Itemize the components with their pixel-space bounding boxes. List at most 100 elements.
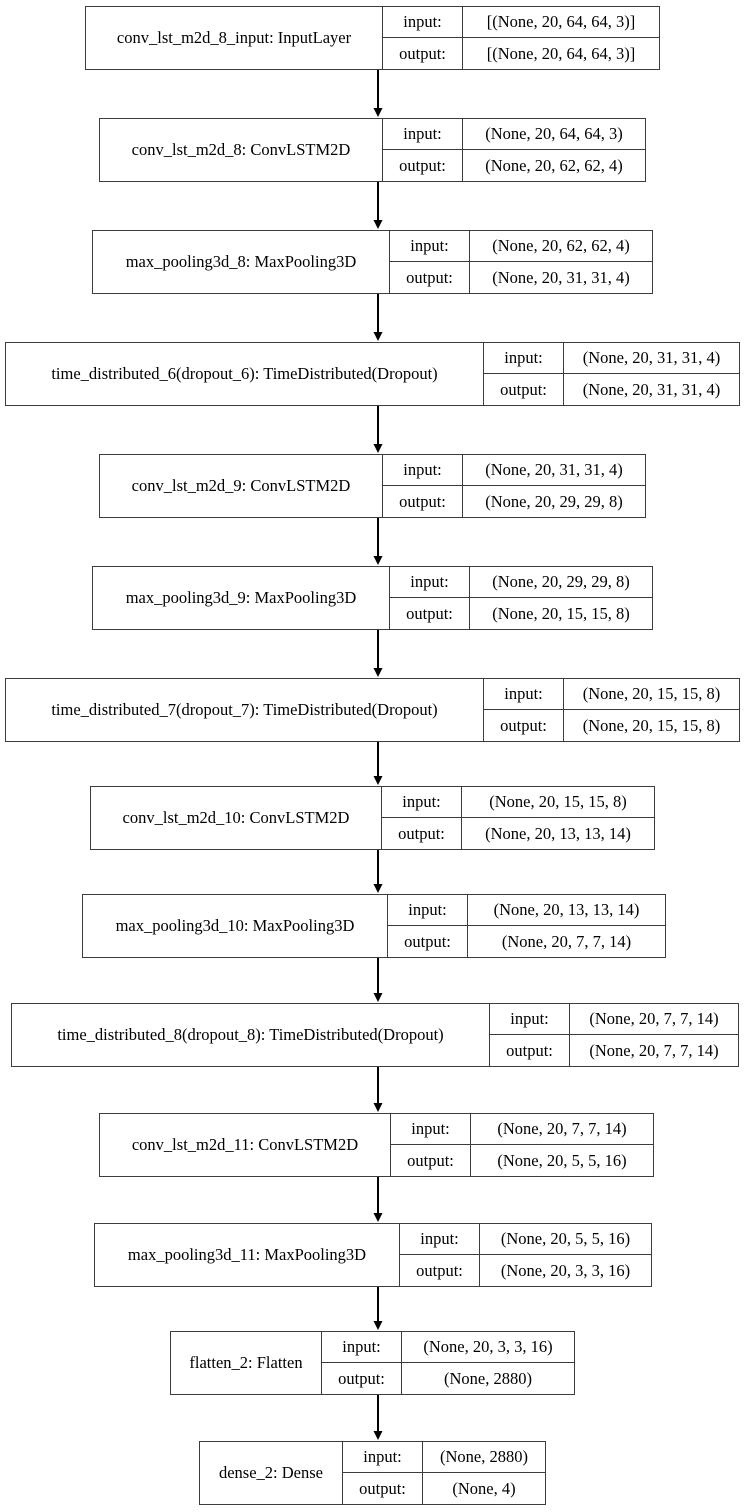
io-table: input:(None, 20, 15, 15, 8)output:(None,… bbox=[382, 787, 654, 849]
layer-name: conv_lst_m2d_8_input: InputLayer bbox=[86, 7, 383, 69]
io-table: input:(None, 20, 5, 5, 16)output: (None, … bbox=[400, 1224, 651, 1286]
input-shape: (None, 20, 7, 7, 14) bbox=[497, 1119, 627, 1138]
layer-name: time_distributed_7(dropout_7): TimeDistr… bbox=[6, 679, 484, 741]
io-row-input: input:(None, 20, 5, 5, 16) bbox=[400, 1224, 651, 1255]
output-shape: (None, 20, 3, 3, 16) bbox=[500, 1260, 631, 1280]
io-row-output: output: [(None, 20, 64, 64, 3)] bbox=[383, 38, 659, 69]
io-table: input: (None, 20, 3, 3, 16)output: (None, … bbox=[322, 1332, 574, 1394]
layer-name: max_pooling3d_11: MaxPooling3D bbox=[95, 1224, 400, 1286]
input-shape: [(None, 20, 64, 64, 3)] bbox=[486, 12, 636, 31]
input-label: input: bbox=[388, 895, 468, 925]
input-label: input: bbox=[390, 567, 470, 597]
layer-node-time_distributed_6: time_distributed_6(dropout_6): TimeDistr… bbox=[5, 342, 740, 406]
io-table: input:(None, 20, 64, 64, 3)output:(None,… bbox=[383, 119, 645, 181]
input-label: input: bbox=[391, 1114, 471, 1144]
io-table: input: (None, 20, 7, 7, 14) output: (None, … bbox=[391, 1114, 653, 1176]
output-shape: (None, 20, 7, 7, 14) bbox=[589, 1040, 719, 1060]
io-row-output: output: (None, 20, 31, 31, 4) bbox=[484, 374, 739, 405]
input-shape: (None, 20, 15, 15, 8) bbox=[582, 684, 721, 703]
io-row-input: input: (None, 20, 7, 7, 14) bbox=[490, 1004, 738, 1035]
io-table: input: (None, 20, 13, 13, 14) output: (None… bbox=[388, 895, 665, 957]
io-row-output: output: (None, 20, 5, 5, 16) bbox=[391, 1145, 653, 1176]
io-row-output: output: (None, 20, 31, 31, 4) bbox=[390, 262, 652, 293]
io-table: input:(None, 20, 31, 31, 4)output: (None,… bbox=[484, 343, 739, 405]
input-label: input: bbox=[382, 787, 462, 817]
layer-name: conv_lst_m2d_10: ConvLSTM2D bbox=[91, 787, 382, 849]
io-row-input: input: (None, 20, 13, 13, 14) bbox=[388, 895, 665, 926]
layer-name: conv_lst_m2d_9: ConvLSTM2D bbox=[100, 455, 383, 517]
output-label: output: bbox=[490, 1035, 570, 1066]
io-table: input:(None, 20, 31, 31, 4)output: (None,… bbox=[383, 455, 645, 517]
layer-name: max_pooling3d_9: MaxPooling3D bbox=[93, 567, 390, 629]
io-row-input: input:(None, 20, 15, 15, 8) bbox=[382, 787, 654, 818]
input-label: input: bbox=[322, 1332, 402, 1362]
output-label: output: bbox=[388, 926, 468, 957]
output-shape: [(None, 20, 64, 64, 3)] bbox=[486, 43, 636, 63]
io-row-input: input: (None, 20, 3, 3, 16) bbox=[322, 1332, 574, 1363]
input-label: input: bbox=[484, 679, 564, 709]
input-shape: (None, 2880) bbox=[440, 1447, 528, 1466]
io-row-output: output: (None, 20, 7, 7, 14) bbox=[388, 926, 665, 957]
layer-node-time_distributed_8: time_distributed_8(dropout_8): TimeDistr… bbox=[11, 1003, 739, 1067]
output-label: output: bbox=[322, 1363, 402, 1394]
io-row-input: input:(None, 20, 62, 62, 4) bbox=[390, 231, 652, 262]
input-shape: (None, 20, 31, 31, 4) bbox=[485, 460, 623, 479]
io-table: input:(None, 2880)output:(None, 4) bbox=[343, 1442, 545, 1504]
io-row-output: output: (None, 20, 29, 29, 8) bbox=[383, 486, 645, 517]
output-shape: (None, 20, 7, 7, 14) bbox=[501, 931, 632, 951]
io-row-input: input:(None, 20, 31, 31, 4) bbox=[484, 343, 739, 374]
layer-name: conv_lst_m2d_11: ConvLSTM2D bbox=[100, 1114, 391, 1176]
layer-name: dense_2: Dense bbox=[200, 1442, 343, 1504]
output-shape: (None, 20, 13, 13, 14) bbox=[485, 823, 631, 843]
layer-name: flatten_2: Flatten bbox=[171, 1332, 322, 1394]
io-table: input: (None, 20, 7, 7, 14) output: (None, … bbox=[490, 1004, 738, 1066]
io-row-output: output: (None, 20, 7, 7, 14) bbox=[490, 1035, 738, 1066]
input-shape: (None, 20, 7, 7, 14) bbox=[589, 1009, 719, 1028]
io-row-output: output:(None, 20, 13, 13, 14) bbox=[382, 818, 654, 849]
output-shape: (None, 20, 29, 29, 8) bbox=[485, 491, 623, 511]
io-row-input: input:[(None, 20, 64, 64, 3)] bbox=[383, 7, 659, 38]
output-shape: (None, 20, 15, 15, 8) bbox=[492, 603, 630, 623]
io-row-output: output:(None, 20, 15, 15, 8) bbox=[390, 598, 652, 629]
input-label: input: bbox=[400, 1224, 480, 1254]
input-shape: (None, 20, 29, 29, 8) bbox=[492, 572, 630, 591]
output-shape: (None, 20, 5, 5, 16) bbox=[497, 1150, 627, 1170]
io-row-input: input: (None, 20, 29, 29, 8) bbox=[390, 567, 652, 598]
io-row-output: output: (None, 20, 3, 3, 16) bbox=[400, 1255, 651, 1286]
layer-name: time_distributed_6(dropout_6): TimeDistr… bbox=[6, 343, 484, 405]
input-label: input: bbox=[484, 343, 564, 373]
output-label: output: bbox=[383, 38, 463, 69]
output-label: output: bbox=[400, 1255, 480, 1286]
layer-node-time_distributed_7: time_distributed_7(dropout_7): TimeDistr… bbox=[5, 678, 740, 742]
io-row-output: output:(None, 20, 62, 62, 4) bbox=[383, 150, 645, 181]
input-shape: (None, 20, 64, 64, 3) bbox=[485, 124, 623, 143]
input-label: input: bbox=[490, 1004, 570, 1034]
output-shape: (None, 20, 31, 31, 4) bbox=[582, 379, 721, 399]
output-label: output: bbox=[383, 486, 463, 517]
io-row-input: input:(None, 20, 31, 31, 4) bbox=[383, 455, 645, 486]
output-label: output: bbox=[390, 262, 470, 293]
input-shape: (None, 20, 3, 3, 16) bbox=[423, 1337, 553, 1356]
layer-name: max_pooling3d_10: MaxPooling3D bbox=[83, 895, 388, 957]
output-shape: (None, 20, 31, 31, 4) bbox=[492, 267, 630, 287]
io-table: input: (None, 20, 29, 29, 8) output:(None,… bbox=[390, 567, 652, 629]
output-label: output: bbox=[484, 374, 564, 405]
io-table: input:(None, 20, 15, 15, 8)output:(None,… bbox=[484, 679, 739, 741]
layer-name: conv_lst_m2d_8: ConvLSTM2D bbox=[100, 119, 383, 181]
io-row-input: input: (None, 20, 15, 15, 8) bbox=[484, 679, 739, 710]
input-shape: (None, 20, 13, 13, 14) bbox=[493, 900, 640, 919]
output-shape: (None, 20, 15, 15, 8) bbox=[582, 715, 721, 735]
output-label: output: bbox=[391, 1145, 471, 1176]
input-shape: (None, 20, 62, 62, 4) bbox=[492, 236, 630, 255]
